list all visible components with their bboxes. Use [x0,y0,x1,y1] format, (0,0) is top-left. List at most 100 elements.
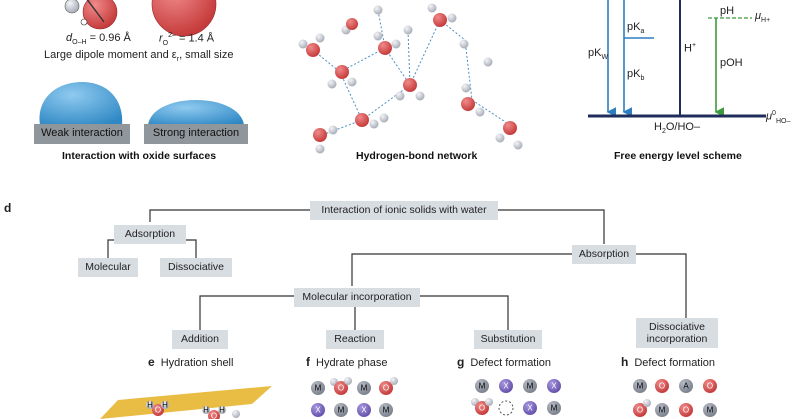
svg-text:M: M [479,382,486,391]
atom-m [334,403,348,417]
svg-text:M: M [361,384,368,393]
svg-text:M: M [527,382,534,391]
ion-radius-label: rO2– = 1.4 Å [159,32,215,47]
energy-level-scheme [588,0,766,118]
atom-m [311,381,325,395]
svg-text:M: M [383,406,390,415]
atom-a [679,379,693,393]
svg-text:X: X [315,406,321,415]
svg-text:X: X [551,382,557,391]
svg-text:O: O [659,382,665,391]
mu-ho-label: μ0HO– [766,110,791,125]
node-dissociative-incorporation: Dissociative incorporation [636,318,718,348]
panel-d-label: d [4,201,12,215]
node-addition: Addition [172,330,228,349]
node-reaction: Reaction [326,330,384,349]
svg-text:O: O [683,406,689,415]
svg-text:H: H [162,401,168,410]
svg-text:O: O [707,382,713,391]
atom-m [547,401,561,415]
svg-text:O: O [211,412,217,419]
atom-m [379,403,393,417]
svg-text:X: X [503,382,509,391]
pkw-label: pKW [588,47,609,62]
h-plus-label: H+ [684,42,697,55]
hydration-shell-labels: O H H O H H [147,401,225,419]
atom-m [655,403,669,417]
node-adsorption: Adsorption [114,225,186,244]
mu-h-label: μH+ [755,10,771,25]
atom-x [547,379,561,393]
atom-x [357,403,371,417]
svg-text:X: X [361,406,367,415]
vacancy [498,400,514,416]
node-root: Interaction of ionic solids with water [310,201,498,220]
atom-m [703,403,717,417]
strong-interaction-label: Strong interaction [152,127,240,139]
pkb-label: pKb [627,68,645,83]
atom-x [499,379,513,393]
ph-label: pH [720,5,735,17]
weak-interaction-droplet-icon [39,82,123,125]
node-substitution: Substitution [474,330,542,349]
strong-surface-slab [144,124,248,144]
atom-x [311,403,325,417]
atom-o [334,381,348,395]
atom-m [523,379,537,393]
substitution-grid: M X M X O X M [471,379,561,416]
hydrogen-bond-caption: Hydrogen-bond network [356,150,478,162]
node-molecular-incorporation: Molecular incorporation [294,288,420,307]
oxide-surfaces-caption: Interaction with oxide surfaces [62,150,217,162]
dipole-moment-label: Large dipole moment and εr, small size [44,49,234,64]
atom-o [633,403,647,417]
atom-h [390,377,398,385]
atom-o [655,379,669,393]
baseline-label: H2O/HO– [654,121,701,136]
tree-connectors [107,209,687,330]
bond-length-label: dO–H = 0.96 Å [66,32,131,47]
svg-text:M: M [637,382,644,391]
svg-text:M: M [707,406,714,415]
network-molecules [298,3,523,154]
atom-m [475,379,489,393]
atom-o [703,379,717,393]
atom-m [357,381,371,395]
svg-text:M: M [659,406,666,415]
pka-label: pKa [627,21,645,36]
node-dissociative: Dissociative [160,258,232,277]
svg-text:M: M [315,384,322,393]
svg-text:O: O [155,406,161,415]
atom-o [475,401,489,415]
svg-text:M: M [551,404,558,413]
node-absorption: Absorption [572,245,636,264]
atom-o [379,381,393,395]
hydrate-phase-grid: M O M O X M X M [311,377,398,417]
weak-surface-slab [34,124,130,144]
strong-interaction-droplet-icon [148,100,244,125]
atom-x [523,401,537,415]
svg-text:M: M [338,406,345,415]
weak-interaction-label: Weak interaction [41,127,123,139]
svg-text:A: A [683,382,689,391]
svg-text:O: O [637,406,643,415]
poh-label: pOH [720,57,743,69]
node-molecular: Molecular [78,258,138,277]
atom-h [485,398,493,406]
svg-text:H: H [219,406,225,415]
svg-text:O: O [338,384,344,393]
svg-text:H: H [147,401,153,410]
oxide-ion-icon [151,0,217,37]
hydration-shell-illustration [100,386,272,419]
dissociative-grid: M O A O O M O M [633,379,717,417]
atom-o [679,403,693,417]
svg-text:X: X [527,404,533,413]
energy-scheme-caption: Free energy level scheme [614,150,742,162]
svg-text:O: O [479,404,485,413]
water-molecule-icon [64,0,118,30]
